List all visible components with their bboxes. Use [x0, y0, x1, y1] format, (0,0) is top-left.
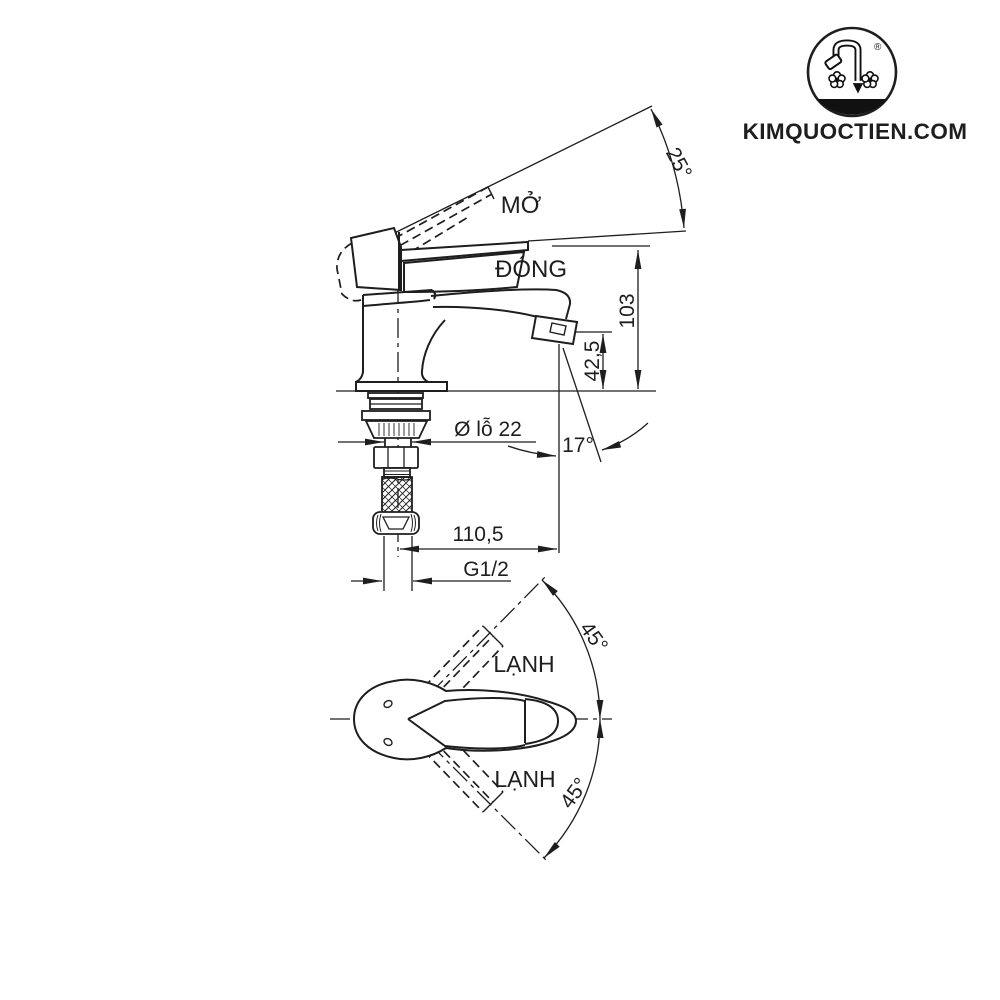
braided-hose: [381, 476, 413, 514]
registered-mark: ®: [874, 42, 882, 53]
connector-dome: [381, 516, 411, 530]
rubber-cone-washer: [364, 420, 429, 439]
label-cold-upper: LẠNH: [493, 651, 554, 677]
screw-hole-upper: [383, 699, 393, 709]
label-closed: ĐÓNG: [495, 256, 567, 283]
base-plate: [355, 381, 448, 392]
label-open: MỞ: [501, 190, 542, 219]
supply-hose-assembly: [361, 392, 431, 535]
screw-hole-lower: [383, 737, 393, 747]
body-right-curve: [420, 319, 446, 383]
mounting-nut: [373, 446, 419, 469]
brand-text: KIMQUOCTIEN.COM: [743, 119, 968, 144]
outlet-angle-arc-left: [507, 445, 557, 458]
shower-head-icon: [824, 53, 843, 71]
open-position-line: [361, 105, 653, 250]
threaded-shank: [384, 438, 412, 447]
flange-plate: [361, 410, 431, 421]
swing-arc-upper: [541, 579, 604, 720]
washer: [367, 392, 424, 399]
faucet-logo-icon: [824, 39, 867, 99]
basin-icon: [817, 99, 887, 115]
aerator-inset: [549, 322, 567, 336]
faucet-side-view: MỞ ĐÓNG 25° 103 42,5 Ø lỗ 22 17° 110,5 G…: [336, 105, 696, 591]
swung-tip-caps: [482, 625, 504, 813]
thread-stub: [383, 467, 411, 478]
aerator: [530, 314, 579, 346]
swing-arc-lower: [543, 718, 604, 859]
flower-left-icon: [828, 70, 846, 89]
outlet-angle-arc-right: [601, 422, 649, 451]
dim-spout-height: 42,5: [581, 341, 604, 382]
dim-outlet-angle: 17°: [562, 434, 594, 457]
outlet-angle-line: [562, 347, 602, 463]
water-arrow-icon: [849, 80, 867, 99]
handle-blade: [400, 240, 529, 263]
spout-top-edge: [430, 288, 572, 320]
dim-reach: 110,5: [453, 523, 504, 546]
dim-lever-angle: 25°: [661, 144, 696, 183]
lever-angle-arc: [650, 108, 686, 229]
flower-right-icon: [861, 70, 879, 89]
dim-thread: G1/2: [463, 558, 509, 581]
dim-swing-upper: 45°: [575, 618, 612, 657]
logo-circle: [806, 26, 898, 118]
thread-extension-lines: [383, 536, 413, 591]
closed-position-line: [527, 230, 687, 242]
spout-under-edge: [432, 305, 546, 320]
faucet-body: [355, 288, 579, 392]
handle-plan-view: [352, 678, 578, 761]
handle-base-block: [349, 226, 402, 292]
lever-open-tip-cap: [487, 186, 495, 200]
dim-total-height: 103: [616, 293, 639, 328]
dim-swing-lower: 45°: [556, 774, 593, 813]
brand-logo: ® KIMQUOCTIEN.COM: [743, 26, 968, 144]
label-cold-lower: LẠNH: [494, 766, 555, 792]
lever-closed: [349, 226, 529, 294]
faucet-top-view: LẠNH LẠNH 45° 45°: [330, 574, 612, 864]
dim-hole-diameter: Ø lỗ 22: [454, 418, 522, 441]
